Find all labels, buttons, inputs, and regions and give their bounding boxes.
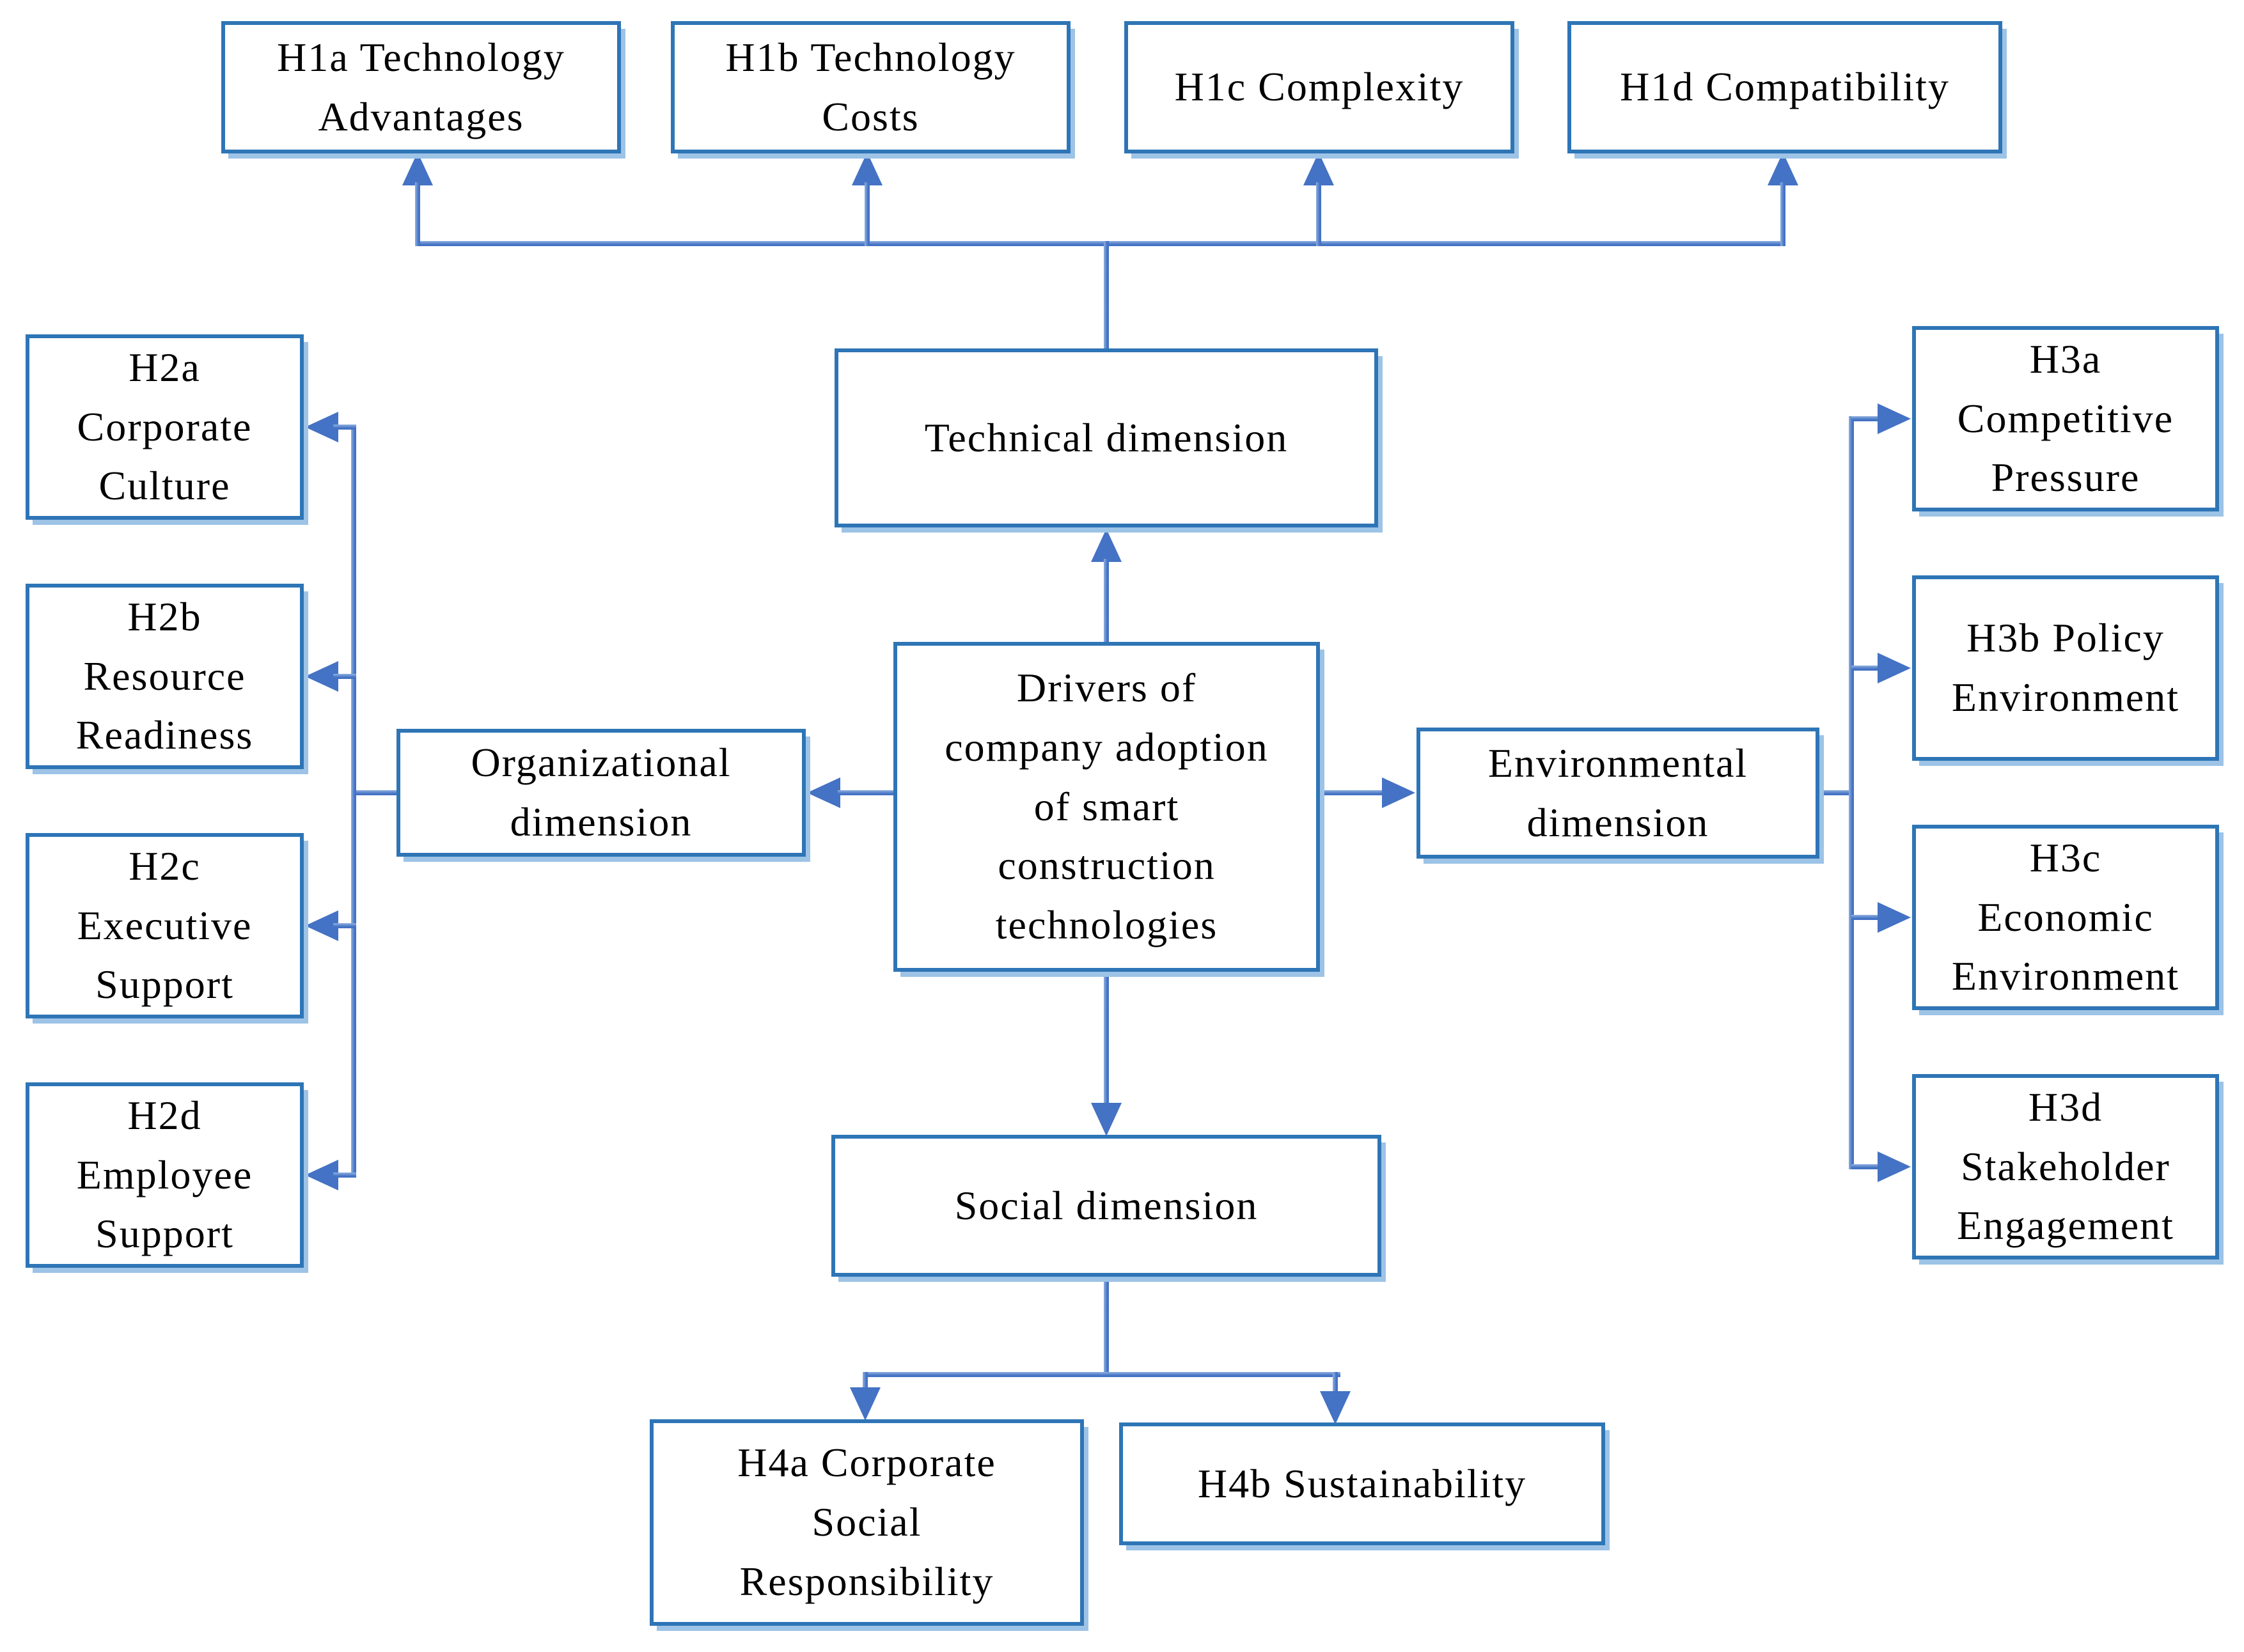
node-h2d: H2d Employee Support bbox=[26, 1082, 304, 1268]
node-technical-dimension-label: Technical dimension bbox=[924, 414, 1289, 460]
node-organizational-dimension: Organizational dimension bbox=[396, 729, 806, 857]
connector-bottom-split bbox=[863, 1372, 1340, 1377]
node-h3d-label: H3d Stakeholder Engagement bbox=[1957, 1084, 2174, 1249]
connector-center-to-organizational bbox=[838, 790, 895, 795]
arrowhead-left-icon bbox=[305, 661, 338, 692]
connector-left-vertical bbox=[351, 425, 356, 1178]
connector-stem-h1d bbox=[1780, 182, 1785, 246]
node-h1c: H1c Complexity bbox=[1124, 21, 1514, 153]
connector-social-stem bbox=[1104, 1277, 1109, 1377]
arrowhead-left-icon bbox=[305, 1160, 338, 1190]
node-organizational-dimension-label: Organizational dimension bbox=[471, 740, 732, 845]
connector-to-h2a bbox=[333, 425, 356, 430]
node-social-dimension-label: Social dimension bbox=[954, 1182, 1259, 1228]
connector-center-to-technical bbox=[1104, 559, 1109, 644]
connector-riser-technical bbox=[1104, 241, 1109, 348]
node-h4b: H4b Sustainability bbox=[1119, 1422, 1605, 1545]
node-h4a: H4a Corporate Social Responsibility bbox=[650, 1419, 1084, 1626]
node-h3c: H3c Economic Environment bbox=[1912, 825, 2219, 1010]
connector-center-to-environmental bbox=[1320, 790, 1386, 795]
arrowhead-up-icon bbox=[1091, 529, 1122, 562]
arrowhead-down-icon bbox=[1320, 1391, 1351, 1424]
node-h2a-label: H2a Corporate Culture bbox=[77, 344, 253, 509]
node-environmental-dimension-label: Environmental dimension bbox=[1487, 740, 1748, 845]
node-h1d: H1d Compatibility bbox=[1567, 21, 2002, 153]
node-h4a-label: H4a Corporate Social Responsibility bbox=[737, 1440, 996, 1604]
node-h1a: H1a Technology Advantages bbox=[221, 21, 621, 153]
arrowhead-right-icon bbox=[1878, 403, 1911, 434]
node-technical-dimension: Technical dimension bbox=[835, 348, 1378, 527]
node-h1c-label: H1c Complexity bbox=[1174, 64, 1464, 110]
arrowhead-left-icon bbox=[305, 910, 338, 941]
arrowhead-left-icon bbox=[807, 777, 840, 808]
connector-drop-h4a bbox=[863, 1372, 868, 1391]
connector-top-distribution bbox=[415, 241, 1785, 246]
node-h3c-label: H3c Economic Environment bbox=[1951, 834, 2180, 999]
connector-right-vertical bbox=[1849, 416, 1854, 1169]
node-center-drivers: Drivers of company adoption of smart con… bbox=[893, 642, 1320, 972]
connector-center-to-social bbox=[1104, 972, 1109, 1105]
node-environmental-dimension: Environmental dimension bbox=[1416, 728, 1819, 859]
connector-to-h3d bbox=[1851, 1164, 1880, 1169]
connector-organizational-stub bbox=[351, 790, 399, 795]
arrowhead-right-icon bbox=[1382, 777, 1415, 808]
connector-drop-h4b bbox=[1333, 1372, 1338, 1394]
connector-to-h2c bbox=[333, 923, 356, 928]
arrowhead-up-icon bbox=[852, 152, 883, 185]
arrowhead-right-icon bbox=[1878, 902, 1911, 933]
arrowhead-up-icon bbox=[402, 152, 433, 185]
node-h1a-label: H1a Technology Advantages bbox=[277, 34, 565, 139]
arrowhead-right-icon bbox=[1878, 1151, 1911, 1182]
node-h2b: H2b Resource Readiness bbox=[26, 584, 304, 769]
node-h2a: H2a Corporate Culture bbox=[26, 334, 304, 520]
arrowhead-up-icon bbox=[1768, 152, 1798, 185]
node-center-drivers-label: Drivers of company adoption of smart con… bbox=[945, 665, 1269, 948]
connector-to-h2d bbox=[333, 1173, 356, 1178]
arrowhead-up-icon bbox=[1303, 152, 1334, 185]
node-h4b-label: H4b Sustainability bbox=[1197, 1460, 1527, 1506]
node-social-dimension: Social dimension bbox=[831, 1135, 1381, 1277]
arrowhead-down-icon bbox=[1091, 1103, 1122, 1136]
node-h2d-label: H2d Employee Support bbox=[76, 1092, 253, 1257]
arrowhead-down-icon bbox=[850, 1387, 881, 1421]
node-h1b-label: H1b Technology Costs bbox=[725, 34, 1016, 139]
node-h2c: H2c Executive Support bbox=[26, 833, 304, 1018]
node-h3a: H3a Competitive Pressure bbox=[1912, 326, 2219, 511]
node-h1b: H1b Technology Costs bbox=[671, 21, 1071, 153]
connector-stem-h1a bbox=[415, 182, 420, 246]
node-h2c-label: H2c Executive Support bbox=[77, 843, 253, 1008]
connector-to-h2b bbox=[333, 674, 356, 679]
connector-to-h3b bbox=[1851, 666, 1880, 671]
connector-stem-h1c bbox=[1316, 182, 1321, 246]
connector-stem-h1b bbox=[865, 182, 870, 246]
node-h3b-label: H3b Policy Environment bbox=[1951, 615, 2180, 720]
arrowhead-right-icon bbox=[1878, 653, 1911, 683]
node-h3a-label: H3a Competitive Pressure bbox=[1957, 336, 2174, 501]
connector-to-h3a bbox=[1851, 416, 1880, 421]
arrowhead-left-icon bbox=[305, 412, 338, 442]
connector-to-h3c bbox=[1851, 915, 1880, 920]
connector-environmental-stub bbox=[1819, 790, 1851, 795]
node-h2b-label: H2b Resource Readiness bbox=[75, 593, 254, 758]
node-h1d-label: H1d Compatibility bbox=[1620, 64, 1950, 110]
node-h3b: H3b Policy Environment bbox=[1912, 575, 2219, 761]
node-h3d: H3d Stakeholder Engagement bbox=[1912, 1074, 2219, 1259]
